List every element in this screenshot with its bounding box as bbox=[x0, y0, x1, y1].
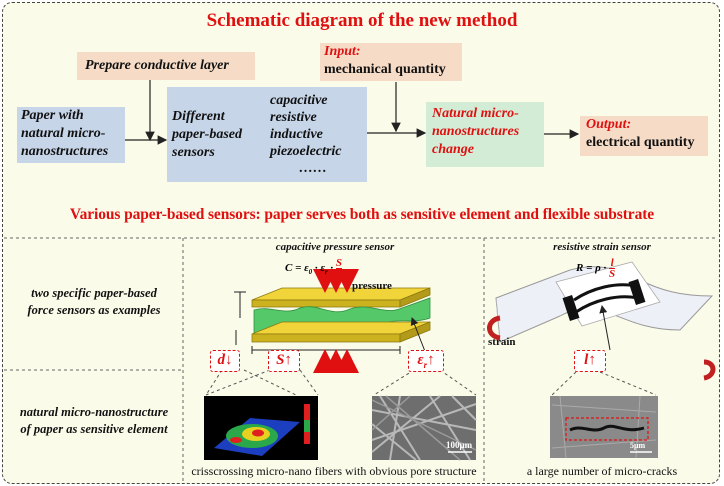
d-arrow: ↓ bbox=[225, 352, 233, 368]
s-indicator: S↑ bbox=[268, 350, 300, 372]
sensors-line-2: paper-based bbox=[172, 127, 242, 142]
output-label: Output: bbox=[586, 117, 632, 132]
capacitive-title: capacitive pressure sensor bbox=[275, 241, 395, 253]
input-box: Input: mechanical quantity bbox=[320, 43, 462, 81]
sensor-type-capacitive: capacitive bbox=[270, 93, 328, 108]
er-arrow: ↑ bbox=[427, 352, 435, 368]
sensors-box bbox=[167, 87, 367, 182]
capacitive-caption: crisscrossing micro-nano fibers with obv… bbox=[191, 464, 477, 478]
sensor-type-more: …… bbox=[299, 161, 327, 176]
left-label-sensitive: natural micro-nanostructure of paper as … bbox=[8, 404, 180, 438]
fibers-scale-label: 100μm bbox=[446, 440, 473, 450]
paper-line-3: nanostructures bbox=[21, 144, 109, 159]
prepare-conductive-layer-box: Prepare conductive layer bbox=[77, 52, 255, 80]
d-indicator: d↓ bbox=[210, 350, 240, 372]
page-title: Schematic diagram of the new method bbox=[206, 10, 518, 31]
er-symbol: ε bbox=[417, 352, 424, 368]
subtitle: Various paper-based sensors: paper serve… bbox=[69, 206, 655, 223]
change-line-2: nanostructures bbox=[432, 124, 520, 139]
sensor-type-inductive: inductive bbox=[270, 127, 323, 142]
sensors-line-3: sensors bbox=[172, 145, 215, 160]
resistive-formula-num: l bbox=[609, 257, 616, 269]
resistive-title: resistive strain sensor bbox=[553, 241, 651, 253]
left-label-sensitive-1: natural micro-nanostructure bbox=[19, 405, 169, 419]
sensor-type-resistive: resistive bbox=[270, 110, 317, 125]
capacitive-formula-den: d bbox=[336, 268, 342, 280]
resistive-caption: a large number of micro-cracks bbox=[526, 464, 678, 478]
input-label: Input: bbox=[324, 44, 361, 59]
sensors-label: Different paper-based sensors bbox=[172, 108, 262, 162]
sensor-type-piezoelectric: piezoelectric bbox=[270, 144, 342, 159]
left-label-sensitive-2: of paper as sensitive element bbox=[20, 422, 168, 436]
d-symbol: d bbox=[217, 352, 226, 368]
resistive-formula: R = ρ · l S bbox=[576, 257, 616, 280]
cracks-scale-label: 5μm bbox=[630, 441, 646, 450]
l-indicator: l↑ bbox=[574, 350, 606, 372]
micro-3d-image bbox=[204, 396, 318, 460]
input-value: mechanical quantity bbox=[324, 62, 446, 77]
capacitive-formula-num: S bbox=[335, 257, 342, 269]
er-indicator: εr↑ bbox=[408, 350, 444, 372]
capacitive-formula-prefix: C = ε bbox=[285, 262, 309, 275]
sensor-types-list: capacitive resistive inductive piezoelec… bbox=[270, 92, 366, 177]
capacitive-sensor-illustration bbox=[205, 269, 477, 396]
sem-fibers-image bbox=[371, 395, 477, 461]
capacitive-formula: C = ε0 · εr · S d bbox=[285, 257, 342, 280]
paper-line-2: natural micro- bbox=[21, 126, 106, 141]
cracks-sem-image bbox=[550, 395, 658, 459]
l-arrow: ↑ bbox=[588, 352, 596, 368]
left-label-examples-1: two specific paper-based bbox=[31, 286, 157, 300]
strain-label: strain bbox=[488, 336, 516, 348]
capacitive-formula-mid: · ε bbox=[312, 262, 325, 275]
change-line-1: Natural micro- bbox=[432, 106, 519, 121]
resistive-sensor-illustration bbox=[487, 261, 716, 396]
s-symbol: S bbox=[276, 352, 285, 368]
pressure-label: pressure bbox=[352, 280, 392, 292]
change-box: Natural micro- nanostructures change bbox=[426, 102, 544, 167]
resistive-formula-prefix: R = ρ · bbox=[576, 262, 607, 275]
paper-line-1: Paper with bbox=[21, 108, 84, 123]
sensors-line-1: Different bbox=[172, 109, 225, 124]
output-box: Output: electrical quantity bbox=[580, 116, 708, 156]
resistive-formula-den: S bbox=[609, 268, 616, 280]
l-symbol: l bbox=[584, 352, 589, 368]
output-value: electrical quantity bbox=[586, 135, 695, 150]
left-label-examples-2: force sensors as examples bbox=[27, 303, 161, 317]
s-arrow: ↑ bbox=[284, 352, 292, 368]
paper-box: Paper with natural micro- nanostructures bbox=[17, 107, 125, 163]
left-label-examples: two specific paper-based force sensors a… bbox=[8, 285, 180, 319]
change-line-3: change bbox=[432, 142, 474, 157]
